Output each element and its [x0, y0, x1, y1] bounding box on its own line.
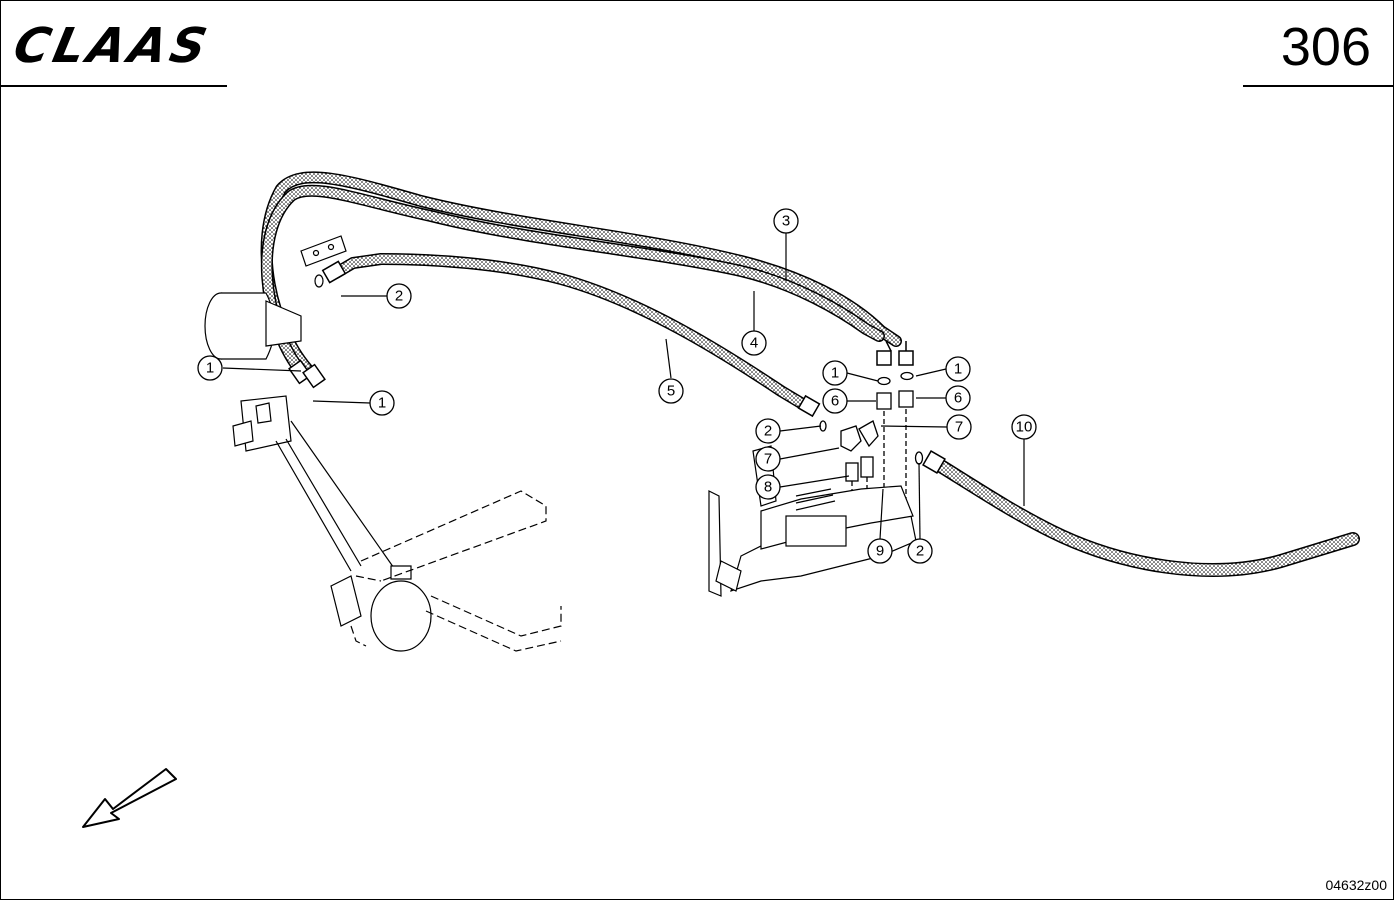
hoses [260, 171, 1360, 577]
callout-label: 8 [764, 479, 772, 496]
callout-label: 2 [916, 543, 924, 560]
callout-4[interactable]: 4 [741, 330, 767, 356]
callout-8[interactable]: 8 [755, 474, 781, 500]
callout-label: 1 [954, 361, 962, 378]
drawing-code: 04632z00 [1325, 877, 1387, 893]
callout-label: 10 [1016, 419, 1033, 436]
frame-outline [350, 490, 562, 652]
hose-5 [330, 253, 812, 412]
callouts: 3 2 4 1 1 1 1 [197, 208, 1037, 564]
hose-3 [260, 171, 902, 379]
callout-label: 7 [955, 419, 963, 436]
callout-label: 6 [954, 390, 962, 407]
callout-label: 2 [395, 288, 403, 305]
left-assembly [204, 292, 432, 652]
callout-1b[interactable]: 1 [369, 390, 395, 416]
callout-1a[interactable]: 1 [197, 355, 223, 381]
callout-label: 7 [764, 451, 772, 468]
callout-1d[interactable]: 1 [945, 356, 971, 382]
hose-10 [929, 456, 1360, 577]
callout-label: 5 [667, 383, 675, 400]
callout-2b[interactable]: 2 [755, 418, 781, 444]
hose-4 [260, 184, 885, 375]
callout-label: 4 [750, 335, 758, 352]
callout-label: 9 [876, 543, 884, 560]
callout-label: 3 [782, 213, 790, 230]
direction-arrow-icon [82, 768, 177, 828]
callout-label: 1 [378, 395, 386, 412]
hose-fittings [288, 260, 946, 474]
callout-label: 1 [206, 360, 214, 377]
callout-2a[interactable]: 2 [386, 283, 412, 309]
callout-6a[interactable]: 6 [822, 388, 848, 414]
hose-clamp [300, 235, 347, 288]
small-fittings [819, 371, 924, 509]
callout-label: 2 [764, 423, 772, 440]
callout-7a[interactable]: 7 [946, 414, 972, 440]
page-number: 306 [1280, 17, 1371, 77]
control-valve-block [708, 445, 917, 597]
callout-10[interactable]: 10 [1011, 414, 1037, 440]
header-rule-left [1, 85, 227, 87]
callout-label: 1 [831, 365, 839, 382]
callout-6b[interactable]: 6 [945, 385, 971, 411]
callout-label: 6 [831, 393, 839, 410]
callout-9[interactable]: 9 [867, 538, 893, 564]
leader-lines [222, 233, 1025, 540]
callout-5[interactable]: 5 [658, 378, 684, 404]
callout-2c[interactable]: 2 [907, 538, 933, 564]
callout-7b[interactable]: 7 [755, 446, 781, 472]
header-rule-right [1243, 85, 1394, 87]
callout-1c[interactable]: 1 [822, 360, 848, 386]
callout-3[interactable]: 3 [773, 208, 799, 234]
